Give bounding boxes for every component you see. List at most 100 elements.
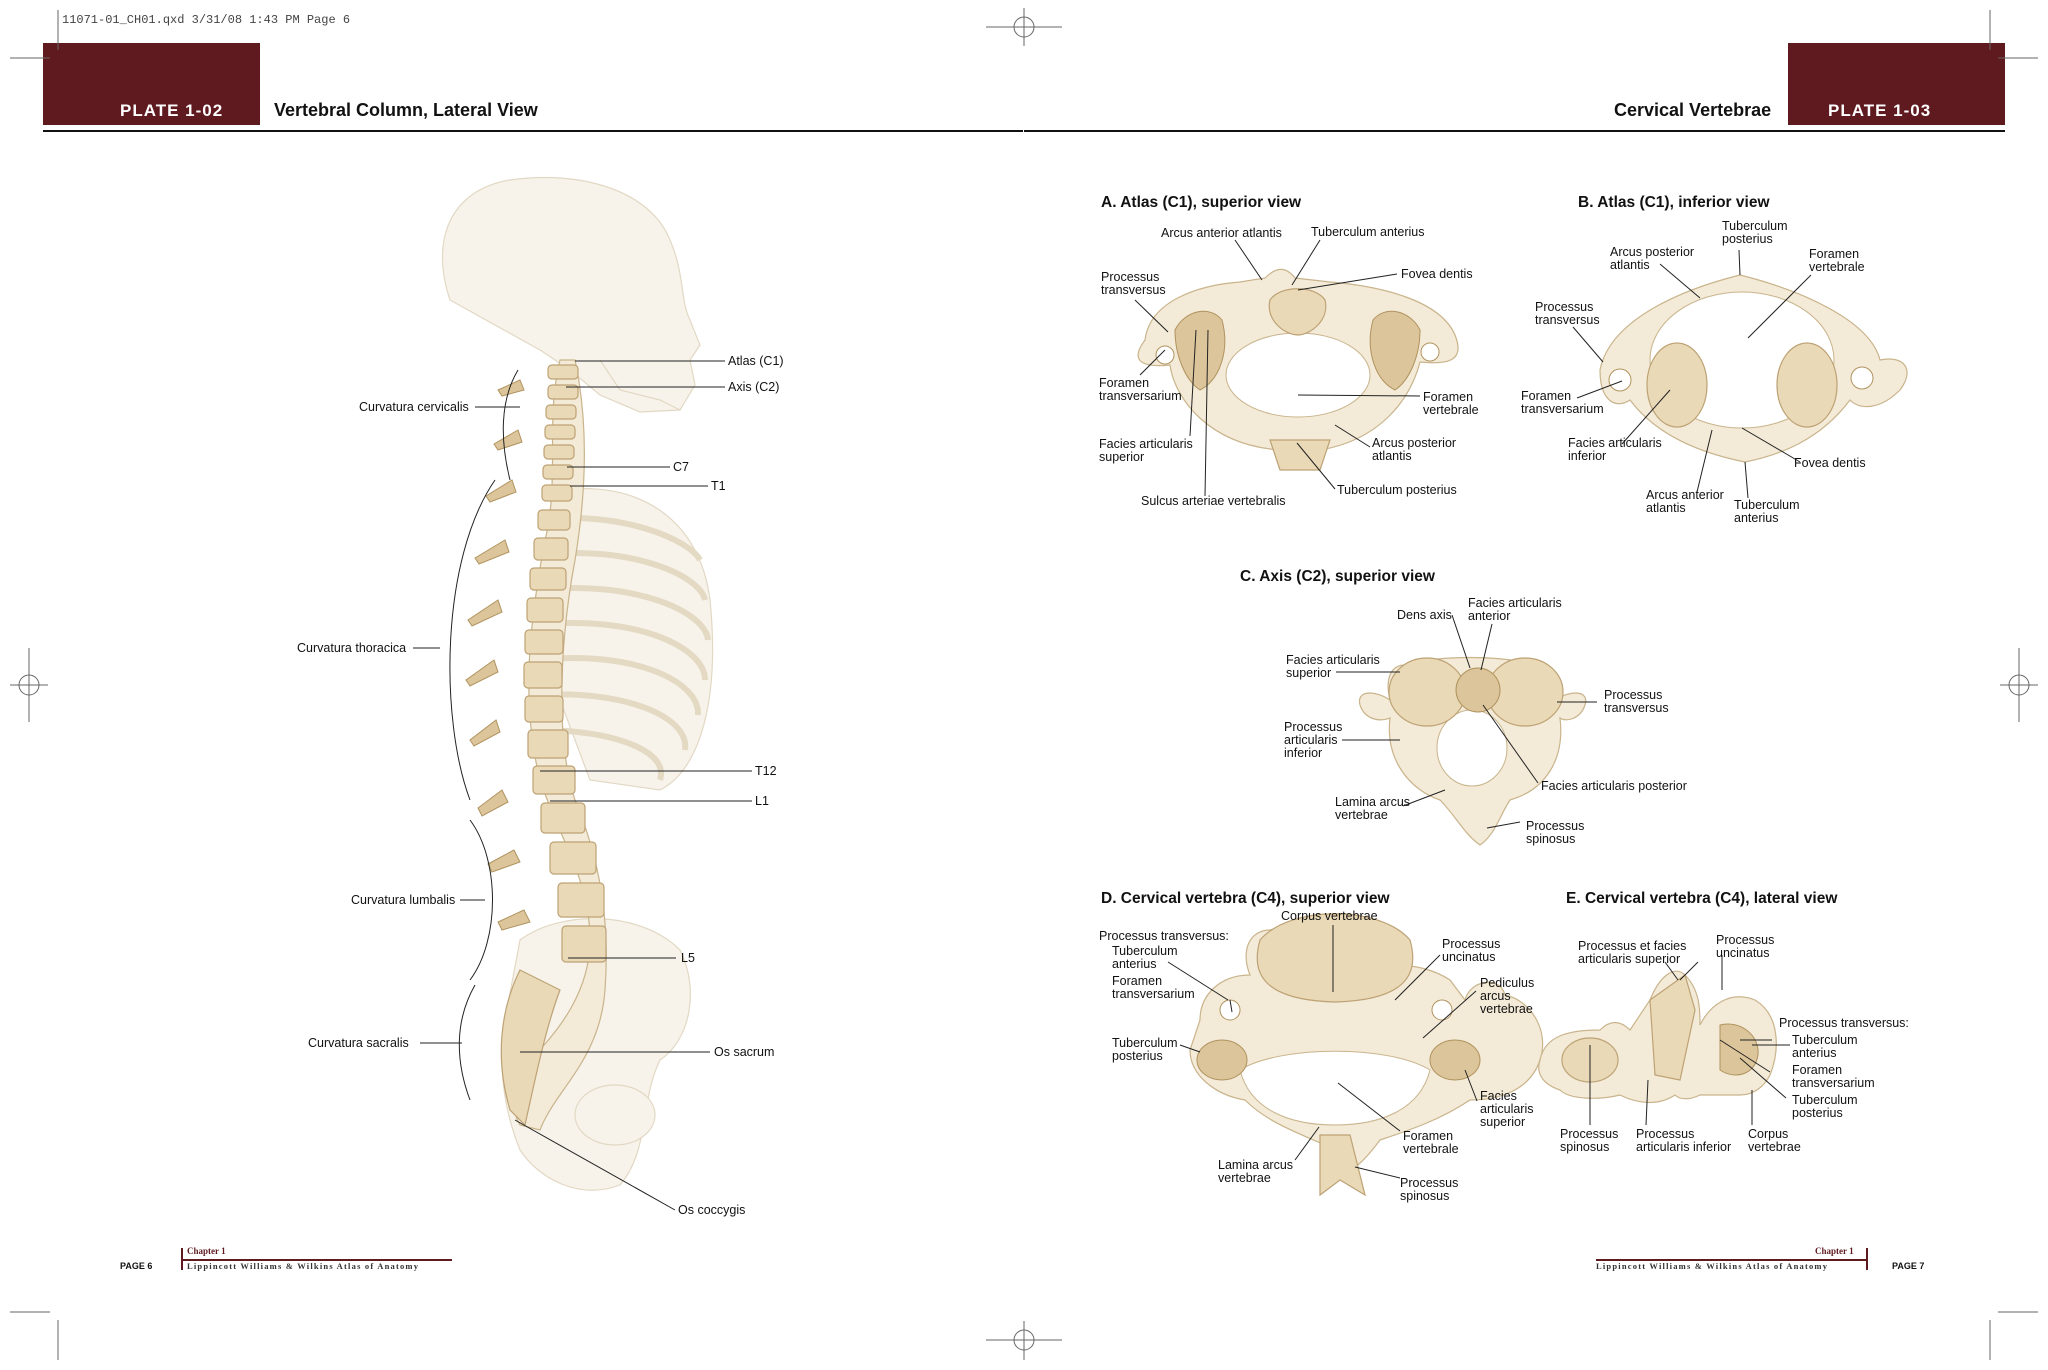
skeleton-leaders xyxy=(413,360,752,1211)
e-corp-2: vertebrae xyxy=(1748,1140,1801,1154)
label-os-sacrum: Os sacrum xyxy=(714,1045,774,1059)
c-proc-transv-1: Processus xyxy=(1604,688,1662,702)
d-unc-2: uncinatus xyxy=(1442,950,1496,964)
a-facies-2: superior xyxy=(1099,450,1144,464)
d-ped-3: vertebrae xyxy=(1480,1002,1533,1016)
footer-page-left: PAGE 6 xyxy=(120,1261,153,1271)
header-rule-left xyxy=(43,130,1023,132)
label-axis: Axis (C2) xyxy=(728,380,779,394)
e-pai-1: Processus xyxy=(1636,1127,1694,1141)
print-slug: 11071-01_CH01.qxd 3/31/08 1:43 PM Page 6 xyxy=(62,13,351,27)
label-curvatura-lumbalis: Curvatura lumbalis xyxy=(351,893,455,907)
d-unc-1: Processus xyxy=(1442,937,1500,951)
b-proc-transv-2: transversus xyxy=(1535,313,1600,327)
b-foramen-transv-1: Foramen xyxy=(1521,389,1571,403)
label-curvatura-sacralis: Curvatura sacralis xyxy=(308,1036,409,1050)
c-fac-post: Facies articularis posterior xyxy=(1541,779,1687,793)
c-proc-art-3: inferior xyxy=(1284,746,1322,760)
plate-label-right: PLATE 1-03 xyxy=(1828,101,1932,120)
figure-e-title: E. Cervical vertebra (C4), lateral view xyxy=(1566,890,1838,907)
figure-e-c4-lateral: E. Cervical vertebra (C4), lateral view … xyxy=(1538,890,1909,1154)
b-tub-post-1: Tuberculum xyxy=(1722,219,1788,233)
figure-b-title: B. Atlas (C1), inferior view xyxy=(1578,194,1770,211)
d-for-transv-1: Foramen xyxy=(1112,974,1162,988)
b-tub-post-2: posterius xyxy=(1722,232,1773,246)
plate-band-right xyxy=(1788,43,2005,125)
c-proc-spin-1: Processus xyxy=(1526,819,1584,833)
e-tub-ant-1: Tuberculum xyxy=(1792,1033,1858,1047)
a-foramen-transv-2: transversarium xyxy=(1099,389,1182,403)
b-tub-ant-2: anterius xyxy=(1734,511,1778,525)
a-arcus-anterior: Arcus anterior atlantis xyxy=(1161,226,1282,240)
a-foramen-vert-2: vertebrale xyxy=(1423,403,1479,417)
b-foramen-transv-2: transversarium xyxy=(1521,402,1604,416)
d-for-transv-2: transversarium xyxy=(1112,987,1195,1001)
label-c7: C7 xyxy=(673,460,689,474)
footer-chapter-left: Chapter 1 xyxy=(187,1246,226,1256)
label-t12: T12 xyxy=(755,764,777,778)
e-unc-1: Processus xyxy=(1716,933,1774,947)
d-for-vert-2: vertebrale xyxy=(1403,1142,1459,1156)
e-for-2: transversarium xyxy=(1792,1076,1875,1090)
c-lamina-1: Lamina arcus xyxy=(1335,795,1410,809)
e-spin-1: Processus xyxy=(1560,1127,1618,1141)
e-corp-1: Corpus xyxy=(1748,1127,1788,1141)
label-curvatura-thoracica: Curvatura thoracica xyxy=(297,641,406,655)
d-lamina-1: Lamina arcus xyxy=(1218,1158,1293,1172)
figure-d-title: D. Cervical vertebra (C4), superior view xyxy=(1101,890,1391,907)
b-arcus-post-2: atlantis xyxy=(1610,258,1650,272)
skeleton-labels: Atlas (C1) Axis (C2) C7 T1 T12 L1 L5 Os … xyxy=(297,354,784,1217)
c-proc-transv-2: transversus xyxy=(1604,701,1669,715)
a-foramen-transv-1: Foramen xyxy=(1099,376,1149,390)
b-tub-ant-1: Tuberculum xyxy=(1734,498,1800,512)
e-pt-hdr: Processus transversus: xyxy=(1779,1016,1909,1030)
label-atlas: Atlas (C1) xyxy=(728,354,784,368)
d-ped-1: Pediculus xyxy=(1480,976,1534,990)
d-tub-post-2: posterius xyxy=(1112,1049,1163,1063)
c-fac-sup-2: superior xyxy=(1286,666,1331,680)
e-pfs-2: articularis superior xyxy=(1578,952,1680,966)
c-proc-spin-2: spinosus xyxy=(1526,832,1575,846)
figure-d-c4-superior: D. Cervical vertebra (C4), superior view xyxy=(1099,890,1544,1203)
label-os-coccygis: Os coccygis xyxy=(678,1203,745,1217)
b-arcus-ant-2: atlantis xyxy=(1646,501,1686,515)
label-t1: T1 xyxy=(711,479,726,493)
e-unc-2: uncinatus xyxy=(1716,946,1770,960)
b-arcus-post-1: Arcus posterior xyxy=(1610,245,1694,259)
footer-divider-left xyxy=(181,1248,183,1270)
c-lamina-2: vertebrae xyxy=(1335,808,1388,822)
d-tub-ant-2: anterius xyxy=(1112,957,1156,971)
b-foramen-vert-1: Foramen xyxy=(1809,247,1859,261)
d-spin-1: Processus xyxy=(1400,1176,1458,1190)
a-proc-transv-1: Processus xyxy=(1101,270,1159,284)
e-spin-2: spinosus xyxy=(1560,1140,1609,1154)
d-tub-ant-1: Tuberculum xyxy=(1112,944,1178,958)
c-proc-art-2: articularis xyxy=(1284,733,1338,747)
d-lamina-2: vertebrae xyxy=(1218,1171,1271,1185)
d-fac-1: Facies xyxy=(1480,1089,1517,1103)
footer-page-right: PAGE 7 xyxy=(1892,1261,1925,1271)
c-fac-ant-1: Facies articularis xyxy=(1468,596,1562,610)
a-tuberculum-posterius: Tuberculum posterius xyxy=(1337,483,1457,497)
e-pfs-1: Processus et facies xyxy=(1578,939,1686,953)
footer-book-right: Lippincott Williams & Wilkins Atlas of A… xyxy=(1596,1261,1829,1271)
c-dens: Dens axis xyxy=(1397,608,1452,622)
a-foramen-vert-1: Foramen xyxy=(1423,390,1473,404)
footer-rule-right xyxy=(1596,1259,1866,1261)
b-fovea: Fovea dentis xyxy=(1794,456,1866,470)
c-fac-sup-1: Facies articularis xyxy=(1286,653,1380,667)
b-arcus-ant-1: Arcus anterior xyxy=(1646,488,1724,502)
d-spin-2: spinosus xyxy=(1400,1189,1449,1203)
d-corpus: Corpus vertebrae xyxy=(1281,909,1378,923)
skeleton-illustration xyxy=(442,177,714,1191)
footer-chapter-right: Chapter 1 xyxy=(1815,1246,1854,1256)
page-title-left: Vertebral Column, Lateral View xyxy=(274,100,538,120)
a-fovea-dentis: Fovea dentis xyxy=(1401,267,1473,281)
registration-marks xyxy=(10,8,2038,1360)
a-proc-transv-2: transversus xyxy=(1101,283,1166,297)
a-sulcus: Sulcus arteriae vertebralis xyxy=(1141,494,1286,508)
d-fac-3: superior xyxy=(1480,1115,1525,1129)
c-fac-ant-2: anterior xyxy=(1468,609,1510,623)
